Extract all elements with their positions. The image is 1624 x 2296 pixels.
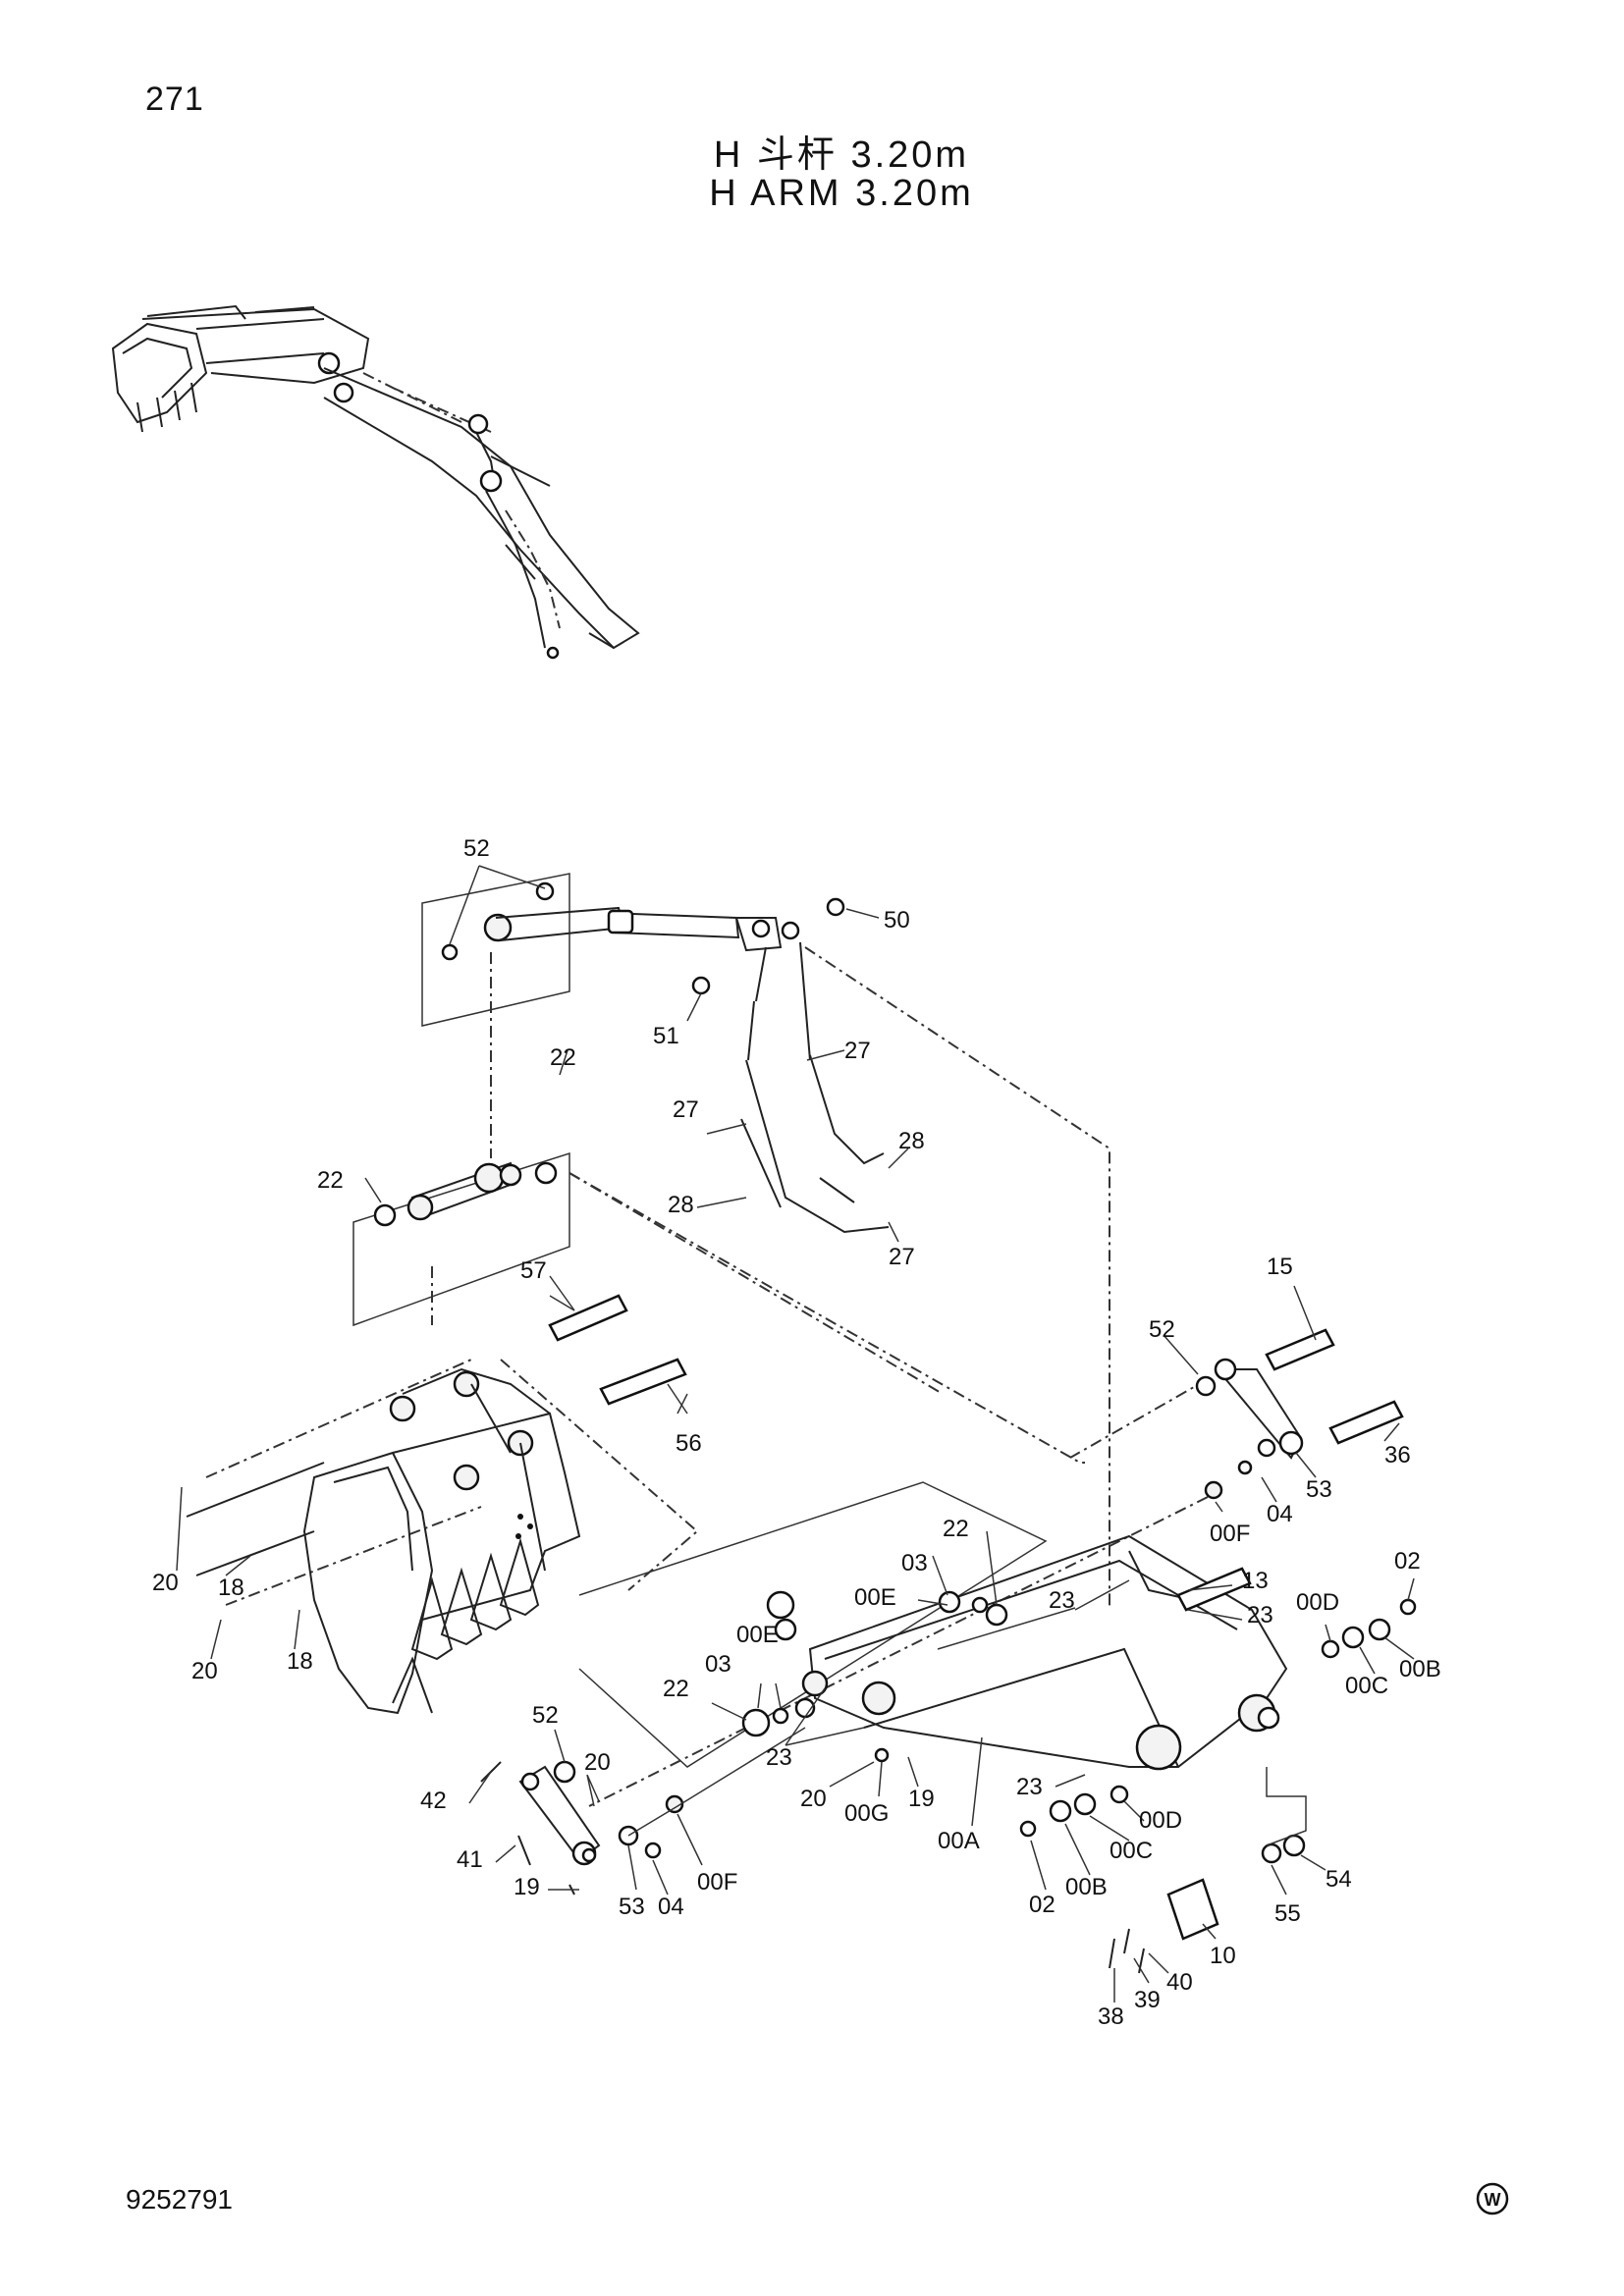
callout-02: 02 [1394,1548,1421,1575]
callout-20: 20 [152,1570,179,1596]
callout-18: 18 [218,1575,244,1601]
callout-41: 41 [457,1846,483,1873]
callout-04: 04 [658,1894,684,1920]
callout-54: 54 [1326,1866,1352,1893]
arm-pin-icon [333,382,354,403]
callout-19: 19 [514,1874,540,1900]
callout-22: 22 [317,1167,344,1194]
callout-27: 27 [844,1038,871,1064]
callout-02: 02 [1029,1892,1056,1918]
pins-57-56 [548,1294,688,1415]
callout-labels: 52 50 51 27 27 28 28 27 22 22 57 56 15 5… [152,835,1441,2030]
callout-40: 40 [1166,1969,1193,1996]
callout-53: 53 [1306,1476,1332,1503]
callout-00E: 00E [854,1584,896,1611]
callout-19: 19 [908,1786,935,1812]
callout-00G: 00G [844,1800,889,1827]
brand-mark-letter: W [1485,2190,1501,2210]
callout-20: 20 [191,1658,218,1684]
callout-00C: 00C [1110,1838,1153,1864]
callout-22: 22 [663,1676,689,1702]
page-number: 271 [145,80,204,118]
pin-56-icon [599,1358,687,1406]
callout-36: 36 [1384,1442,1411,1468]
pin-10-icon [1166,1878,1219,1941]
callout-57: 57 [520,1257,547,1284]
title-english: H ARM 3.20m [709,173,974,214]
pin-57-icon [548,1294,628,1342]
callout-42: 42 [420,1788,447,1814]
lower-link [480,1727,806,1896]
callout-22: 22 [943,1516,969,1542]
callout-23: 23 [1049,1587,1075,1614]
callout-00A: 00A [938,1828,980,1854]
excavator-overview [111,304,640,660]
callout-22: 22 [550,1044,576,1071]
callout-23: 23 [766,1744,792,1771]
callout-23: 23 [1247,1602,1273,1629]
callout-03: 03 [901,1550,928,1576]
callout-52: 52 [463,835,490,862]
callout-39: 39 [1134,1987,1161,2013]
callout-18: 18 [287,1648,313,1675]
document-code: 9252791 [126,2184,234,2215]
arm-body [801,1534,1288,1771]
callout-28: 28 [668,1192,694,1218]
callout-56: 56 [676,1430,702,1457]
assembly-guide-lines [205,946,1209,1807]
callout-52: 52 [1149,1316,1175,1343]
callout-53: 53 [619,1894,645,1920]
pin-36-icon [1328,1400,1404,1445]
callout-15: 15 [1267,1254,1293,1280]
callout-10: 10 [1210,1943,1236,1969]
callout-04: 04 [1267,1501,1293,1527]
callout-00D: 00D [1139,1807,1182,1834]
callout-00F: 00F [697,1869,737,1896]
pin-retainer [1109,1767,1307,1974]
callout-51: 51 [653,1023,679,1049]
pin-13-icon [1176,1567,1252,1612]
pin-15-icon [1265,1328,1335,1371]
callout-28: 28 [898,1128,925,1154]
callout-27: 27 [889,1244,915,1270]
callout-leaders [176,865,1415,2002]
callout-55: 55 [1274,1900,1301,1927]
o-ring-icon [373,1203,397,1227]
brand-logo-icon: W [1476,2182,1509,2216]
o-ring-icon [534,1161,558,1185]
callout-00F: 00F [1210,1521,1250,1547]
callout-00D: 00D [1296,1589,1339,1616]
callout-00B: 00B [1065,1874,1108,1900]
callout-52: 52 [532,1702,559,1729]
hardware [553,1590,1417,1941]
callout-50: 50 [884,907,910,934]
callout-20: 20 [800,1786,827,1812]
callout-23: 23 [1016,1774,1043,1800]
callout-20: 20 [584,1749,611,1776]
callout-03: 03 [705,1651,731,1678]
callout-00E: 00E [736,1622,779,1648]
callout-00C: 00C [1345,1673,1388,1699]
callout-00B: 00B [1399,1656,1441,1682]
right-link-pins [1195,1328,1404,1500]
callout-38: 38 [1098,2003,1124,2030]
link-assembly [352,1151,570,1327]
callout-13: 13 [1242,1568,1269,1594]
bucket [186,1367,581,1715]
bucket-cylinder-assembly [421,873,890,1234]
callout-27: 27 [673,1096,699,1123]
title-chinese: H 斗杆 3.20m [713,134,970,176]
